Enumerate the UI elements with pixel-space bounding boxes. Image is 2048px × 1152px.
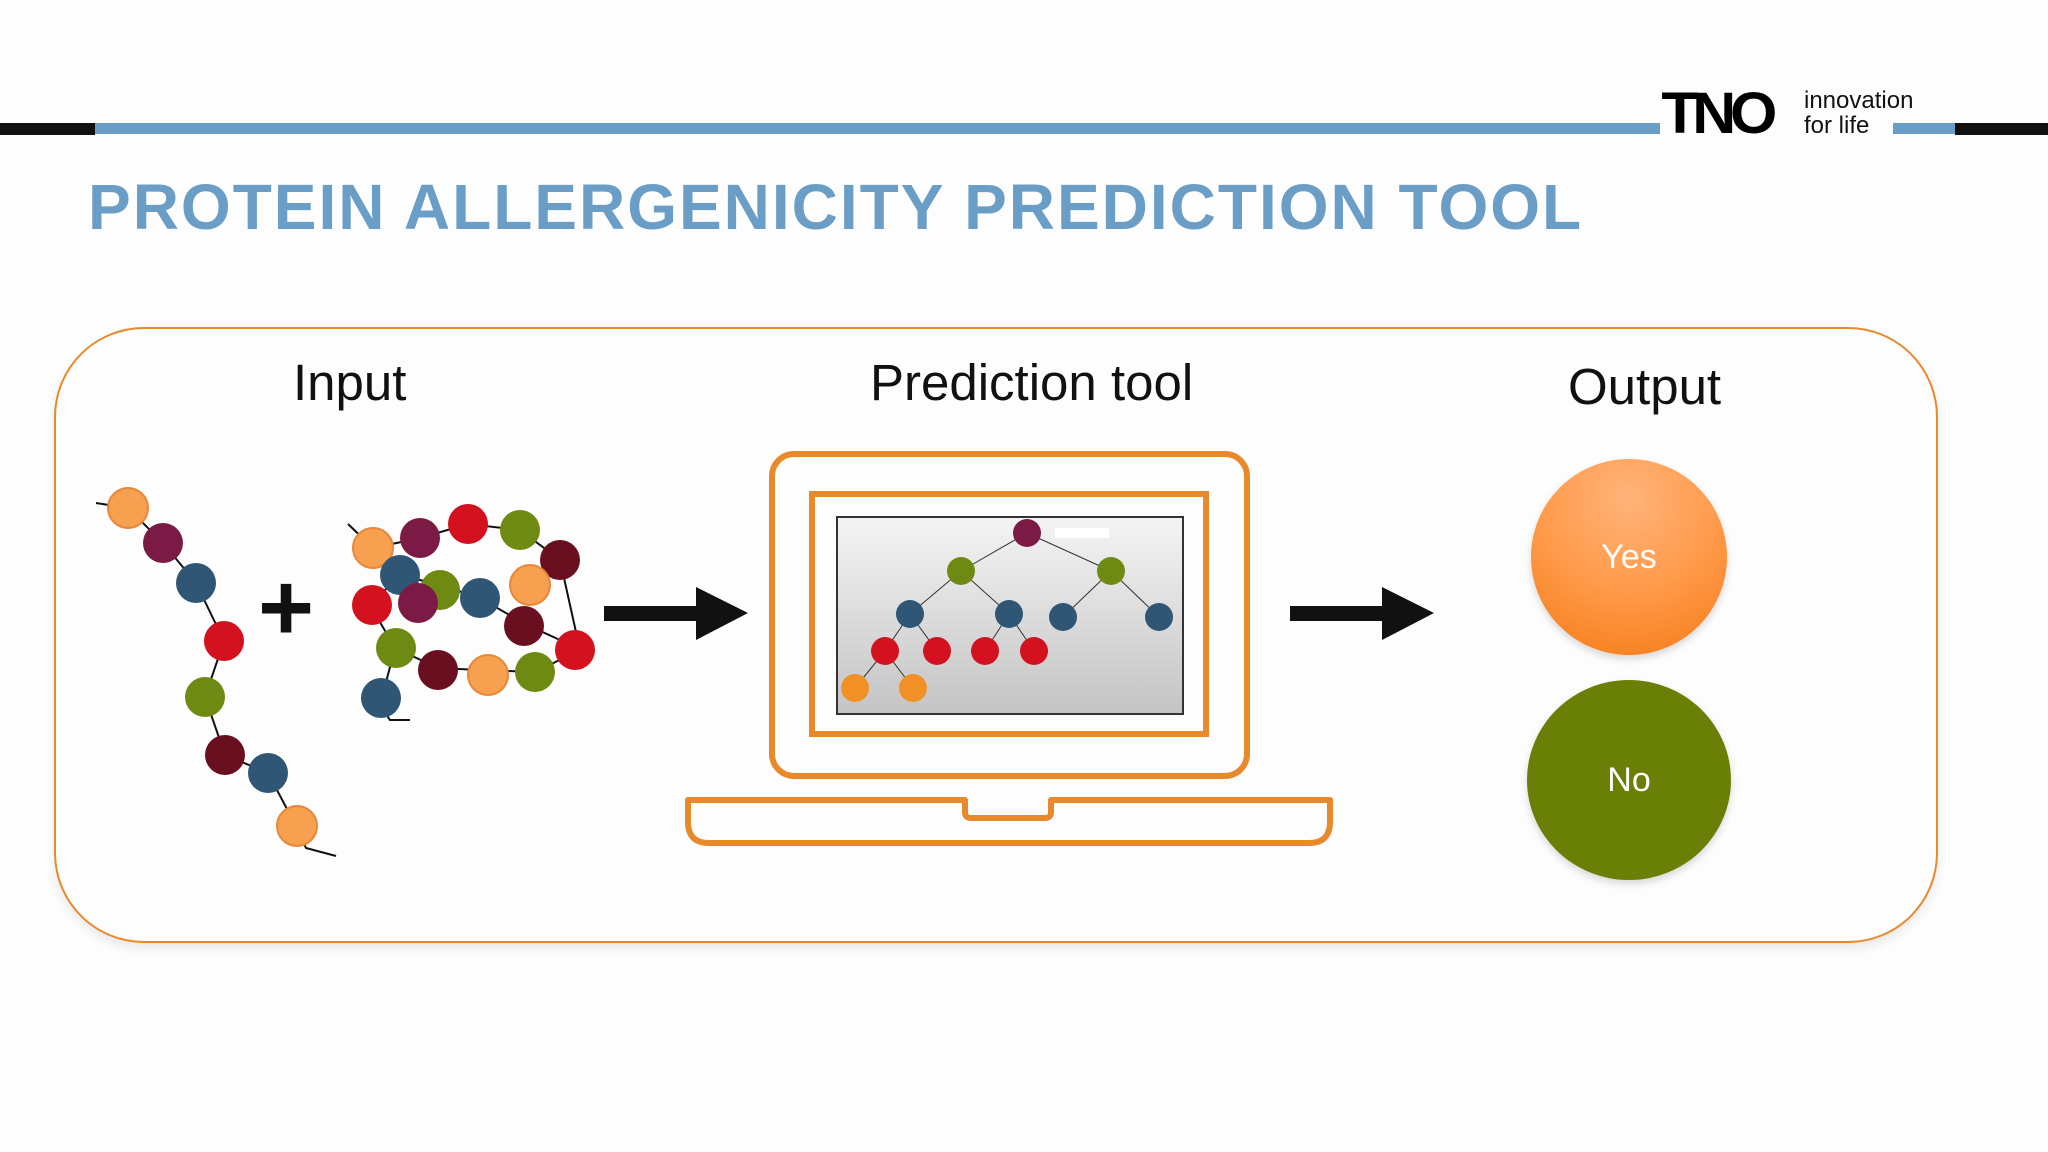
output-no-circle: No [1527, 680, 1731, 880]
logo-mark: TNO [1661, 81, 1777, 146]
output-no-label: No [1607, 760, 1651, 799]
linear-protein-chain [95, 487, 337, 857]
decision-tree-screen [836, 516, 1184, 715]
header-bar-accent [95, 123, 1660, 134]
slide-title: PROTEIN ALLERGENICITY PREDICTION TOOL [88, 171, 1584, 243]
output-label: Output [1568, 358, 1722, 415]
header-bar-right [1955, 123, 2048, 135]
input-label: Input [293, 354, 407, 411]
laptop-icon [685, 451, 1333, 846]
header-bar-accent-right [1893, 123, 1955, 134]
output-yes-label: Yes [1601, 537, 1657, 576]
plus-sign: + [258, 554, 314, 661]
logo-tagline-line2: for life [1804, 112, 1870, 139]
logo-tagline: innovation for life [1804, 88, 1913, 138]
folded-protein [347, 504, 595, 721]
arrow-tool-to-output [1290, 587, 1434, 640]
arrow-input-to-tool [604, 587, 748, 640]
prediction-tool-label: Prediction tool [870, 354, 1194, 411]
logo-tagline-line1: innovation [1804, 87, 1914, 114]
header-bar-left [0, 123, 95, 135]
output-yes-circle: Yes [1531, 459, 1727, 655]
